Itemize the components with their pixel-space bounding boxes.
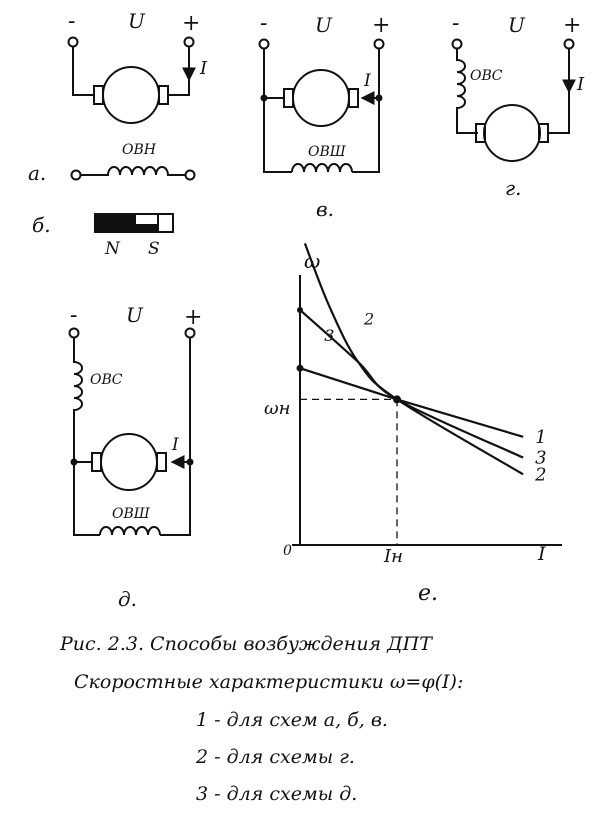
scheme-g-motor-armature: [483, 104, 541, 162]
scheme-a-terminal-plus: [183, 36, 195, 48]
scheme-g-voltage-label: U: [508, 13, 526, 37]
scheme-a-current-label: I: [199, 58, 208, 79]
scheme-v-wire-right: [352, 48, 380, 173]
series-label-3-upper: 3: [324, 326, 334, 345]
scheme-d-shunt-coil: [99, 526, 161, 536]
x-marker-label: Iн: [383, 546, 403, 567]
caption-item-3: 3 - для схемы д.: [196, 783, 358, 805]
scheme-d-wire-right: [160, 338, 191, 536]
scheme-a-wire-left: [72, 46, 95, 96]
scheme-d-voltage-label: U: [126, 303, 144, 327]
scheme-d-terminal-plus: [184, 327, 196, 339]
scheme-v-minus: -: [260, 11, 267, 36]
nominal-operating-point: [393, 395, 401, 404]
scheme-d-shunt-label: ОВШ: [112, 506, 151, 522]
scheme-v-node-left: [260, 94, 268, 102]
series-1-y-intercept: [296, 364, 304, 372]
caption-title: Рис. 2.3. Способы возбуждения ДПТ: [60, 633, 432, 655]
scheme-v-voltage-label: U: [315, 13, 333, 37]
scheme-a-brush-right: [158, 85, 169, 105]
scheme-v-brush-right: [348, 88, 359, 108]
scheme-d-circuit: - U + ОВС I ОВШ д.: [68, 303, 202, 611]
scheme-a-field-terminal-right: [184, 169, 196, 181]
scheme-g-plus: +: [563, 13, 581, 38]
scheme-a-plus: +: [182, 11, 200, 36]
x-axis-label: I: [537, 543, 546, 565]
scheme-d-brush-left: [91, 452, 102, 472]
scheme-d-node-right: [186, 458, 194, 466]
scheme-v-current-label: I: [363, 71, 371, 91]
scheme-g-field-label: ОВС: [470, 68, 503, 84]
scheme-v-label: в.: [316, 197, 334, 221]
scheme-d-series-coil: [73, 338, 100, 536]
scheme-v-field-label: ОВШ: [308, 144, 347, 160]
scheme-d-brush-right: [156, 452, 167, 472]
scheme-g-terminal-minus: [451, 38, 463, 50]
scheme-d-node-left: [70, 458, 78, 466]
speed-characteristics-chart: ω I 0 Iн ωн 1 3 2 3 2 е.: [264, 243, 562, 606]
scheme-b-pole-n-block: [94, 213, 159, 233]
scheme-g-label: г.: [505, 176, 521, 200]
caption-subtitle: Скоростные характеристики ω=φ(I):: [74, 671, 464, 693]
series-label-2-upper: 2: [363, 310, 374, 329]
scheme-g-circuit: - U + ОВС I г.: [451, 11, 585, 200]
scheme-a-wire-right: [168, 46, 190, 96]
scheme-v-terminal-minus: [258, 38, 270, 50]
scheme-d-current-label: I: [171, 435, 179, 455]
scheme-a-terminal-minus: [67, 36, 79, 48]
scheme-v-plus: +: [372, 13, 390, 38]
scheme-a-minus: -: [68, 9, 75, 34]
caption-item-2: 2 - для схемы г.: [196, 746, 355, 768]
scheme-v-brush-left: [283, 88, 294, 108]
scheme-a-motor-armature: [102, 66, 160, 124]
scheme-b-magnet: б. N S: [32, 213, 174, 259]
scheme-d-series-label: ОВС: [90, 372, 123, 388]
scheme-a-field-terminal-left: [70, 169, 82, 181]
scheme-a-circuit: - U + I ОВН а.: [28, 9, 208, 185]
series-line-1: [299, 367, 524, 438]
scheme-v-motor-armature: [292, 69, 350, 127]
scheme-g-terminal-plus: [563, 38, 575, 50]
scheme-d-motor-armature: [100, 433, 158, 491]
caption-item-1: 1 - для схем а, б, в.: [196, 709, 388, 731]
scheme-a-brush-left: [93, 85, 104, 105]
scheme-b-slot: [135, 214, 159, 226]
scheme-v-terminal-plus: [373, 38, 385, 50]
series-label-1: 1: [535, 427, 546, 448]
series-line-2: [303, 243, 524, 476]
scheme-v-circuit: - U + I ОВШ в.: [258, 11, 390, 221]
scheme-g-series-coil: [456, 48, 478, 134]
scheme-v-node-right: [375, 94, 383, 102]
chart-origin-label: 0: [283, 543, 292, 559]
scheme-d-terminal-minus: [68, 327, 80, 339]
scheme-g-minus: -: [452, 11, 459, 36]
scheme-b-pole-s: S: [148, 239, 160, 259]
scheme-a-label: а.: [28, 161, 46, 185]
scheme-d-minus: -: [70, 303, 77, 328]
series-label-2: 2: [534, 464, 546, 485]
scheme-a-field-coil: [81, 166, 185, 176]
scheme-b-label: б.: [32, 213, 51, 237]
scheme-a-voltage-label: U: [128, 9, 146, 33]
series-3-y-intercept: [297, 306, 303, 313]
scheme-b-pole-n: N: [104, 239, 121, 259]
scheme-v-field-coil: [291, 163, 353, 173]
y-marker-label: ωн: [264, 398, 291, 419]
scheme-a-field-label: ОВН: [122, 142, 157, 158]
scheme-g-current-label: I: [576, 74, 585, 95]
series-label-3: 3: [535, 448, 546, 469]
scheme-d-plus: +: [184, 305, 202, 330]
chart-label: е.: [418, 581, 438, 606]
scheme-g-wire-right: [548, 48, 570, 134]
scheme-d-label: д.: [118, 587, 137, 611]
scheme-v-wire-left: [263, 48, 292, 173]
